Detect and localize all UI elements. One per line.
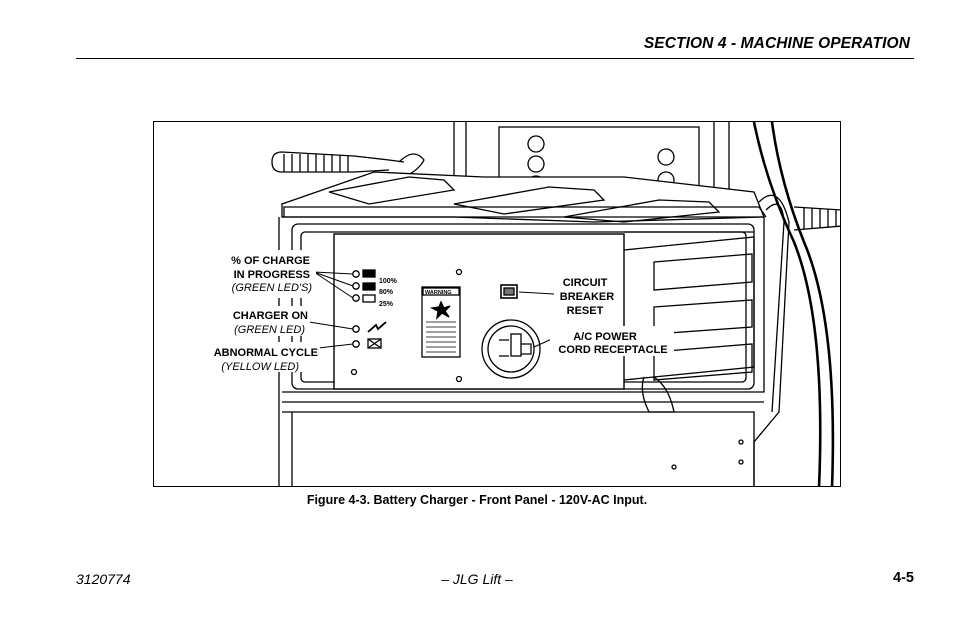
footer-center-text: – JLG Lift – bbox=[441, 571, 513, 587]
left-handle bbox=[271, 151, 405, 173]
charger-on-symbol bbox=[367, 321, 387, 333]
receptacle-label-line1: A/C POWER bbox=[573, 331, 637, 343]
section-title: SECTION 4 - MACHINE OPERATION bbox=[643, 35, 910, 52]
charge-80-label: 80% bbox=[379, 289, 394, 296]
power-cable bbox=[752, 122, 822, 486]
callout-labels: % OF CHARGE IN PROGRESS (GREEN LED'S) CH… bbox=[200, 250, 674, 373]
warning-label-text: WARNING bbox=[425, 290, 452, 296]
warning-label bbox=[421, 286, 461, 358]
battery-charger-drawing: 100% 80% 25% WARNING % OF CHARGE IN PROG… bbox=[200, 122, 840, 486]
abnormal-cycle-symbol bbox=[367, 338, 382, 349]
figure-caption: Figure 4-3. Battery Charger - Front Pane… bbox=[306, 493, 648, 507]
receptacle-label-line2: CORD RECEPTACLE bbox=[558, 344, 667, 356]
breaker-label-line2: BREAKER bbox=[560, 291, 614, 303]
back-frame bbox=[453, 122, 730, 217]
charger-on-label-line1: CHARGER ON bbox=[233, 310, 308, 322]
mount-bracket bbox=[753, 194, 790, 486]
abnormal-cycle-label-line1: ABNORMAL CYCLE bbox=[214, 347, 318, 359]
page-number: 4-5 bbox=[893, 570, 914, 586]
header-rule bbox=[76, 58, 914, 59]
breaker-label-line3: RESET bbox=[567, 305, 604, 317]
figure-illustration: 100% 80% 25% WARNING % OF CHARGE IN PROG… bbox=[153, 121, 841, 487]
charger-on-label-line2: (GREEN LED) bbox=[234, 324, 305, 336]
right-handle bbox=[793, 206, 840, 231]
ac-power-receptacle bbox=[481, 319, 541, 379]
charge-label-line1: % OF CHARGE bbox=[231, 255, 310, 267]
charge-label-line2: IN PROGRESS bbox=[234, 269, 310, 281]
charge-100-label: 100% bbox=[379, 278, 398, 285]
doc-number: 3120774 bbox=[76, 571, 131, 587]
charge-25-label: 25% bbox=[379, 301, 394, 308]
side-panel bbox=[623, 231, 755, 381]
charge-label-line3: (GREEN LED'S) bbox=[232, 282, 313, 294]
abnormal-cycle-label-line2: (YELLOW LED) bbox=[221, 361, 299, 373]
breaker-label-line1: CIRCUIT bbox=[563, 277, 608, 289]
